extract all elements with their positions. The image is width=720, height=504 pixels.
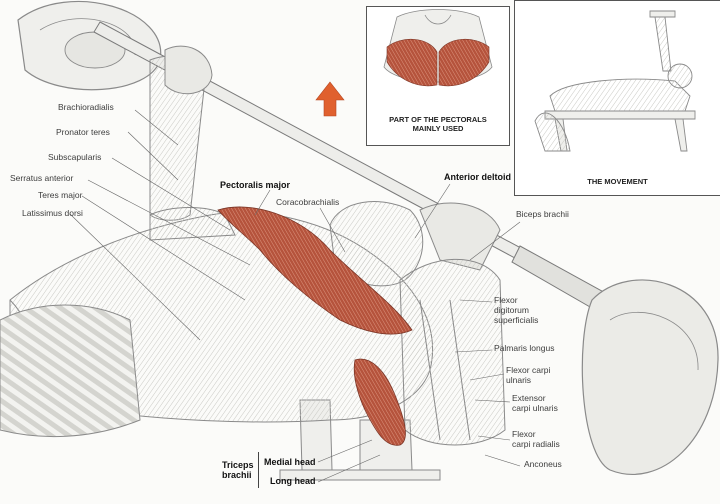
label-flexor-carpi-ulnaris: Flexor carpi ulnaris xyxy=(506,366,550,386)
label-flexor-carpi-radialis-line2: carpi radialis xyxy=(512,440,560,450)
weight-plate-right xyxy=(582,280,718,474)
shorts xyxy=(0,305,140,437)
label-pronator-teres: Pronator teres xyxy=(56,128,110,138)
movement-caption: THE MOVEMENT xyxy=(515,177,720,186)
label-subscapularis: Subscapularis xyxy=(48,153,101,163)
pectorals-caption: PART OF THE PECTORALS MAINLY USED xyxy=(367,115,509,133)
label-palmaris-longus: Palmaris longus xyxy=(494,344,554,354)
label-pectoralis-major: Pectoralis major xyxy=(220,180,290,190)
triceps-bracket xyxy=(258,452,259,488)
movement-inset: THE MOVEMENT xyxy=(514,0,720,196)
label-long-head: Long head xyxy=(270,476,316,486)
label-triceps-line2: brachii xyxy=(222,470,254,480)
label-triceps-brachii: Triceps brachii xyxy=(222,460,254,481)
label-biceps-brachii: Biceps brachii xyxy=(516,210,569,220)
pectorals-inset: PART OF THE PECTORALS MAINLY USED xyxy=(366,6,510,146)
label-flexor-digitorum-superficialis: Flexor digitorum superficialis xyxy=(494,296,538,325)
label-flexor-carpi-ulnaris-line2: ulnaris xyxy=(506,376,550,386)
label-serratus-anterior: Serratus anterior xyxy=(10,174,73,184)
label-flexor-carpi-radialis: Flexor carpi radialis xyxy=(512,430,560,450)
label-extensor-carpi-ulnaris: Extensor carpi ulnaris xyxy=(512,394,558,414)
label-anterior-deltoid: Anterior deltoid xyxy=(444,172,511,182)
arrow-up-icon xyxy=(316,82,344,116)
pectorals-sketch xyxy=(367,7,509,111)
label-triceps-line1: Triceps xyxy=(222,460,254,470)
label-extensor-carpi-ulnaris-line2: carpi ulnaris xyxy=(512,404,558,414)
label-teres-major: Teres major xyxy=(38,191,82,201)
label-medial-head: Medial head xyxy=(264,457,316,467)
label-latissimus-dorsi: Latissimus dorsi xyxy=(22,209,83,219)
label-coracobrachialis: Coracobrachialis xyxy=(276,198,339,208)
label-flexor-digitorum-line3: superficialis xyxy=(494,316,538,326)
label-brachioradialis: Brachioradialis xyxy=(58,103,114,113)
movement-sketch xyxy=(515,1,720,161)
pectorals-caption-line2: MAINLY USED xyxy=(367,124,509,133)
label-anconeus: Anconeus xyxy=(524,460,562,470)
pectorals-caption-line1: PART OF THE PECTORALS xyxy=(367,115,509,124)
